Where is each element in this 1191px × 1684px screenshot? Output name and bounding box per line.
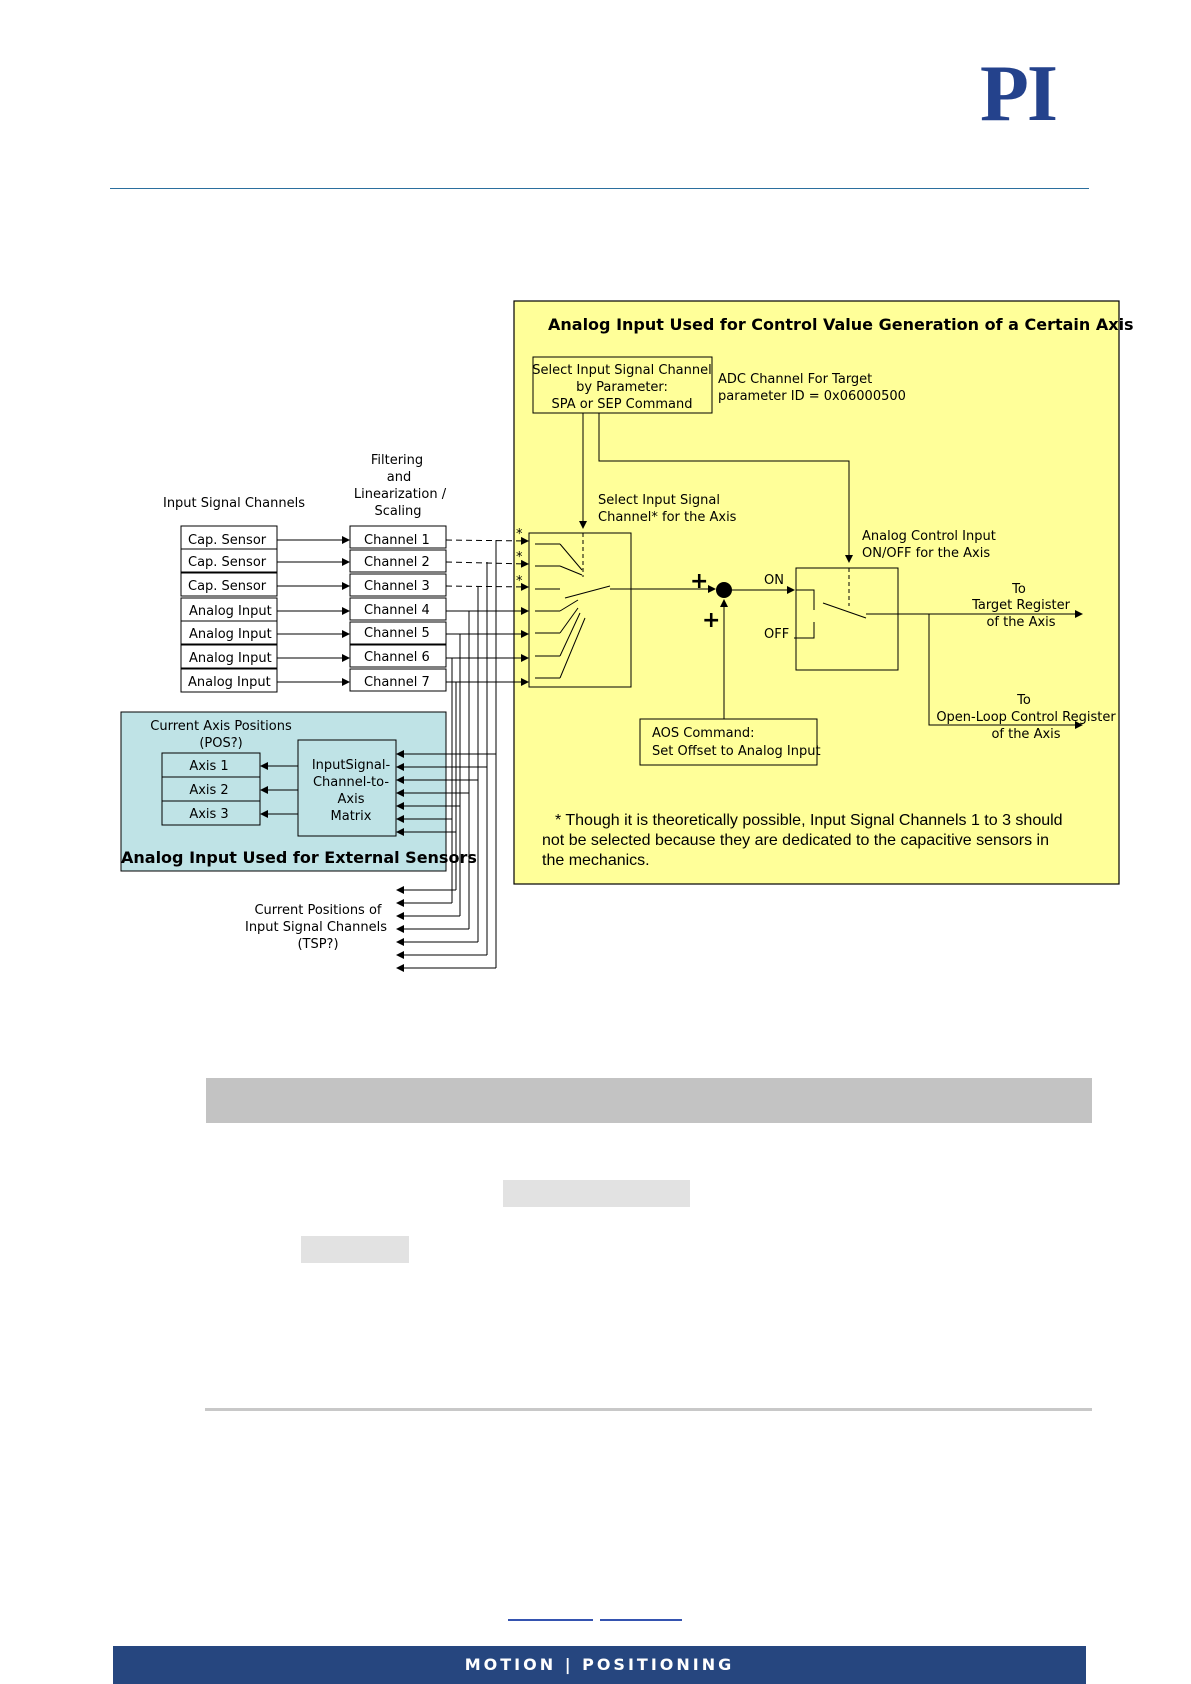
axis-label-2: (POS?) <box>199 736 242 751</box>
on-off-switch-box <box>795 567 899 671</box>
channel-boxes <box>349 525 447 692</box>
tsp-label-1: Current Positions of <box>254 903 381 918</box>
filter-label-4: Scaling <box>374 504 421 519</box>
select-channel-label-1: Select Input Signal <box>598 493 720 508</box>
to-openloop-3: of the Axis <box>991 727 1060 742</box>
link-underline-1[interactable] <box>508 1619 593 1621</box>
plus-sign-2: + <box>702 608 720 633</box>
axis-label-1: Current Axis Positions <box>150 719 292 734</box>
select-box-line-1: Select Input Signal Channel <box>532 363 711 378</box>
filter-label-1: Filtering <box>371 453 423 468</box>
input-7: Analog Input <box>188 675 271 690</box>
channel-3: Channel 3 <box>364 579 430 594</box>
adc-label-line-2: parameter ID = 0x06000500 <box>718 389 906 404</box>
plus-sign-1: + <box>690 569 708 594</box>
to-target-2: Target Register <box>971 598 1071 613</box>
external-sensors-title: Analog Input Used for External Sensors <box>121 848 477 867</box>
footer-banner: MOTION | POSITIONING <box>113 1646 1086 1684</box>
redacted-field-1 <box>503 1180 690 1207</box>
to-target-3: of the Axis <box>986 615 1055 630</box>
tsp-label-3: (TSP?) <box>297 937 338 952</box>
signal-flow-diagram: Analog Input Used for Control Value Gene… <box>120 300 1134 972</box>
redacted-bar <box>206 1078 1092 1123</box>
input-3: Cap. Sensor <box>188 579 267 594</box>
channel-5: Channel 5 <box>364 626 430 641</box>
filter-label-3: Linearization / <box>354 487 447 502</box>
matrix-line-2: Channel-to- <box>313 775 389 790</box>
footnote-line-3: the mechanics. <box>542 852 650 869</box>
aos-command-box <box>639 718 818 766</box>
off-label: OFF <box>764 627 789 642</box>
input-channels-label: Input Signal Channels <box>163 496 305 511</box>
footer-text: MOTION | POSITIONING <box>464 1655 735 1674</box>
star-3: * <box>516 574 523 589</box>
to-openloop-2: Open-Loop Control Register <box>936 710 1116 725</box>
input-4: Analog Input <box>189 604 272 619</box>
channel-4: Channel 4 <box>364 603 430 618</box>
analog-control-label-2: ON/OFF for the Axis <box>862 546 990 561</box>
section-divider <box>205 1408 1092 1411</box>
control-region-title: Analog Input Used for Control Value Gene… <box>548 315 1134 334</box>
channel-1: Channel 1 <box>364 533 430 548</box>
adc-label-line-1: ADC Channel For Target <box>718 372 872 387</box>
filter-label-2: and <box>387 470 411 485</box>
select-box-line-2: by Parameter: <box>576 380 668 395</box>
axis-3: Axis 3 <box>189 807 228 822</box>
input-6: Analog Input <box>189 651 272 666</box>
summing-junction <box>716 582 732 598</box>
footnote-line-2: not be selected because they are dedicat… <box>542 832 1049 849</box>
aos-line-1: AOS Command: <box>652 726 754 741</box>
on-label: ON <box>764 573 784 588</box>
channel-7: Channel 7 <box>364 675 430 690</box>
input-2: Cap. Sensor <box>188 555 267 570</box>
footnote-line-1: * Though it is theoretically possible, I… <box>555 812 1063 829</box>
tsp-label-2: Input Signal Channels <box>245 920 387 935</box>
analog-control-label-1: Analog Control Input <box>862 529 996 544</box>
matrix-line-4: Matrix <box>331 809 372 824</box>
input-boxes <box>180 525 278 693</box>
select-box-line-3: SPA or SEP Command <box>552 397 693 412</box>
aos-line-2: Set Offset to Analog Input <box>652 744 821 759</box>
channel-6: Channel 6 <box>364 650 430 665</box>
axis-2: Axis 2 <box>189 783 228 798</box>
pi-logo: PI <box>980 50 1058 138</box>
input-5: Analog Input <box>189 627 272 642</box>
channel-selector-box <box>528 532 632 688</box>
header-rule <box>110 188 1089 189</box>
matrix-box <box>297 739 397 837</box>
star-1: * <box>516 527 523 542</box>
link-underline-2[interactable] <box>600 1619 682 1621</box>
axis-1: Axis 1 <box>189 759 228 774</box>
select-channel-box <box>532 356 713 414</box>
redacted-field-2 <box>301 1236 409 1263</box>
matrix-line-3: Axis <box>338 792 365 807</box>
matrix-line-1: InputSignal- <box>312 758 391 773</box>
select-channel-label-2: Channel* for the Axis <box>598 510 737 525</box>
input-1: Cap. Sensor <box>188 533 267 548</box>
channel-2: Channel 2 <box>364 555 430 570</box>
star-2: * <box>516 550 523 565</box>
to-openloop-1: To <box>1016 693 1031 708</box>
to-target-1: To <box>1011 582 1026 597</box>
